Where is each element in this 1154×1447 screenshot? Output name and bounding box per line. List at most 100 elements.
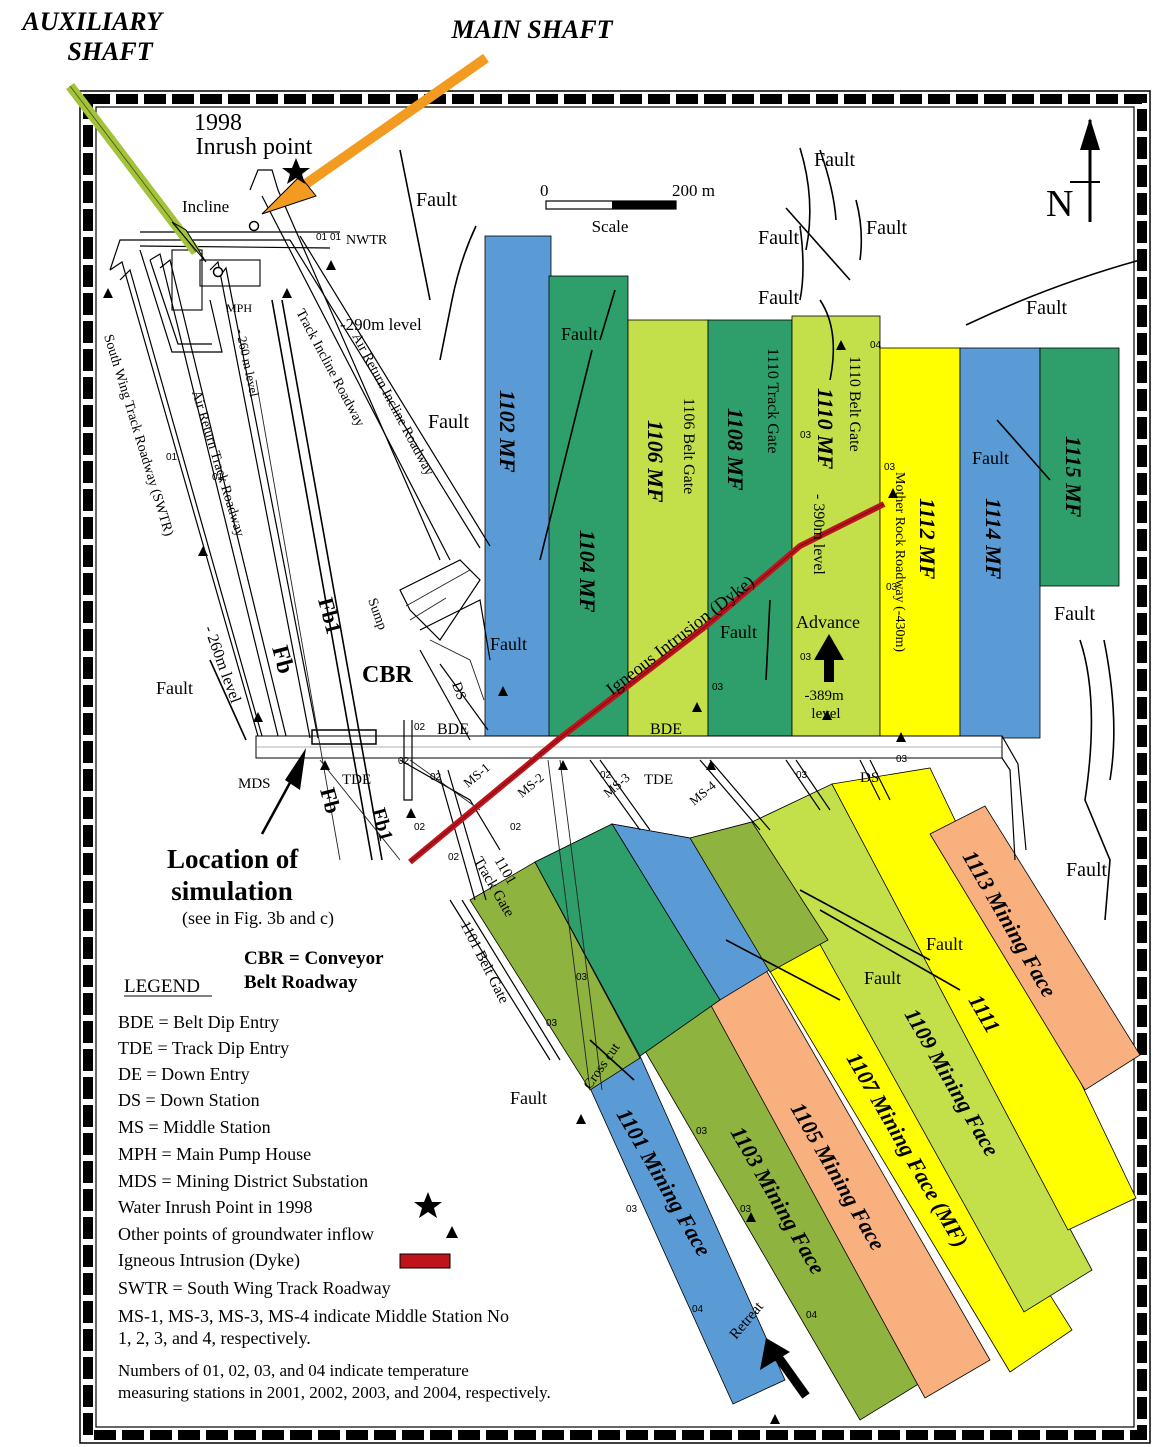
scale-max: 200 m (672, 181, 715, 200)
legend-item: Numbers of 01, 02, 03, and 04 indicate t… (118, 1361, 551, 1402)
legend-item: MS = Middle Station (118, 1117, 271, 1137)
advance-label: Advance (796, 612, 860, 632)
panel-label-1102: 1102 MF (495, 390, 520, 473)
bde2-label: BDE (650, 721, 682, 738)
fault-label: Fault (758, 227, 800, 249)
svg-text:01: 01 (316, 232, 328, 243)
svg-text:03: 03 (796, 770, 808, 781)
svg-text:02: 02 (600, 770, 612, 781)
legend-item: Igneous Intrusion (Dyke) (118, 1250, 300, 1271)
incline-label: Incline (182, 197, 229, 216)
legend-star-icon (414, 1192, 442, 1218)
groundwater-inflow-markers (103, 260, 906, 1424)
belt-gate-1106-label: 1106 Belt Gate (680, 398, 697, 494)
panel-1105-olive (689, 821, 829, 973)
svg-text:03: 03 (800, 430, 812, 441)
fault-label: Fault (428, 411, 470, 433)
legend-item: DS = Down Station (118, 1090, 260, 1110)
legend-item: SWTR = South Wing Track Roadway (118, 1278, 391, 1298)
main-shaft-marker (248, 220, 260, 232)
mother-rock-label: Mother Rock Roadway (-430m) (892, 472, 907, 652)
svg-text:03: 03 (546, 1018, 558, 1029)
temperature-stations: 01 01 03 03 04 03 03 03 02 02 02 02 03 0… (166, 232, 908, 1321)
fault-label: Fault (1066, 859, 1108, 881)
ds-label: DS (448, 680, 468, 702)
level-389-label: -389m level (805, 688, 848, 722)
panel-1111 (831, 767, 1137, 1231)
advance-arrow (814, 634, 844, 682)
tde-label: TDE (342, 772, 371, 788)
svg-text:03: 03 (696, 1126, 708, 1137)
legend-triangle-icon (446, 1226, 458, 1238)
panel-1115 (1039, 347, 1120, 587)
north-panels (484, 235, 1120, 743)
legend-item: TDE = Track Dip Entry (118, 1038, 289, 1058)
panel-1104 (548, 275, 629, 743)
scale-zero: 0 (540, 181, 549, 200)
main-shaft-label: MAIN SHAFT (450, 15, 613, 44)
simulation-ref: (see in Fig. 3b and c) (182, 908, 334, 929)
panel-1106 (627, 319, 709, 741)
bde-label: BDE (437, 721, 469, 738)
header-labels: AUXILIARY SHAFT MAIN SHAFT 1998 Inrush p… (20, 7, 1073, 236)
svg-text:02: 02 (398, 756, 410, 767)
fault-label: Fault (864, 968, 901, 988)
legend-dyke-swatch (399, 1253, 451, 1269)
panel-label-1115: 1115 MF (1061, 436, 1086, 518)
level-390-label: - 390m level (810, 494, 827, 575)
svg-text:03: 03 (740, 1204, 752, 1215)
legend-item: BDE = Belt Dip Entry (118, 1012, 279, 1032)
fault-label: Fault (1026, 297, 1068, 319)
legend-item: MPH = Main Pump House (118, 1144, 311, 1164)
mph-label: MPH (226, 301, 252, 315)
panel-1113 (929, 805, 1141, 1091)
legend-item: Water Inrush Point in 1998 (118, 1197, 313, 1217)
fault-labels: Fault Fault Fault Fault Fault Fault Faul… (156, 149, 1108, 1108)
svg-text:03: 03 (800, 652, 812, 663)
svg-text:02: 02 (430, 772, 442, 783)
fault-label: Fault (866, 217, 908, 239)
panel-label-1112: 1112 MF (915, 498, 940, 580)
fault-label: Fault (416, 189, 458, 211)
panel-label-1110: 1110 MF (813, 388, 838, 470)
main-shaft-arrow (261, 53, 489, 215)
fault-label: Fault (720, 622, 757, 642)
legend-item: DE = Down Entry (118, 1064, 250, 1084)
north-label: N (1046, 183, 1073, 225)
svg-text:03: 03 (712, 682, 724, 693)
fault-label: Fault (972, 448, 1009, 468)
panel-1109 (751, 783, 1093, 1313)
track-gate-1110-label: 1110 Track Gate (764, 348, 781, 453)
fault-label: Fault (156, 678, 193, 698)
scale-label: Scale (592, 217, 629, 236)
cbr-label: CBR (362, 662, 413, 688)
svg-text:01: 01 (166, 452, 178, 463)
svg-text:02: 02 (510, 822, 522, 833)
nwtr-label: NWTR (346, 233, 388, 248)
svg-text:03: 03 (886, 582, 898, 593)
fault-label: Fault (561, 324, 598, 344)
cbr-definition: CBR = Conveyor Belt Roadway (244, 948, 388, 993)
legend-item: MDS = Mining District Substation (118, 1171, 368, 1191)
legend-title: LEGEND (124, 976, 200, 997)
north-panel-labels: 1102 MF 1104 MF 1106 MF 1108 MF 1110 MF … (495, 388, 1086, 613)
panel-1103-dark (534, 823, 721, 1057)
inrush-year: 1998 (194, 110, 242, 136)
svg-text:01: 01 (330, 232, 342, 243)
fault-label: Fault (1054, 603, 1096, 625)
legend: LEGEND BDE = Belt Dip Entry TDE = Track … (118, 976, 551, 1402)
ds2-label: DS (860, 770, 879, 786)
auxiliary-shaft-arrow (66, 82, 207, 263)
panel-label-1106: 1106 MF (643, 420, 668, 503)
svg-text:02: 02 (414, 822, 426, 833)
svg-text:04: 04 (806, 1310, 818, 1321)
mds-label: MDS (238, 776, 271, 792)
panel-label-1114: 1114 MF (981, 498, 1006, 580)
panel-1112 (879, 347, 961, 741)
fault-lines (209, 147, 1141, 1081)
svg-text:02: 02 (414, 722, 426, 733)
simulation-location-label: Location of simulation (see in Fig. 3b a… (167, 844, 334, 929)
cbr-box (311, 729, 377, 745)
north-arrow-icon (1070, 118, 1100, 222)
south-panels (469, 767, 1141, 1421)
